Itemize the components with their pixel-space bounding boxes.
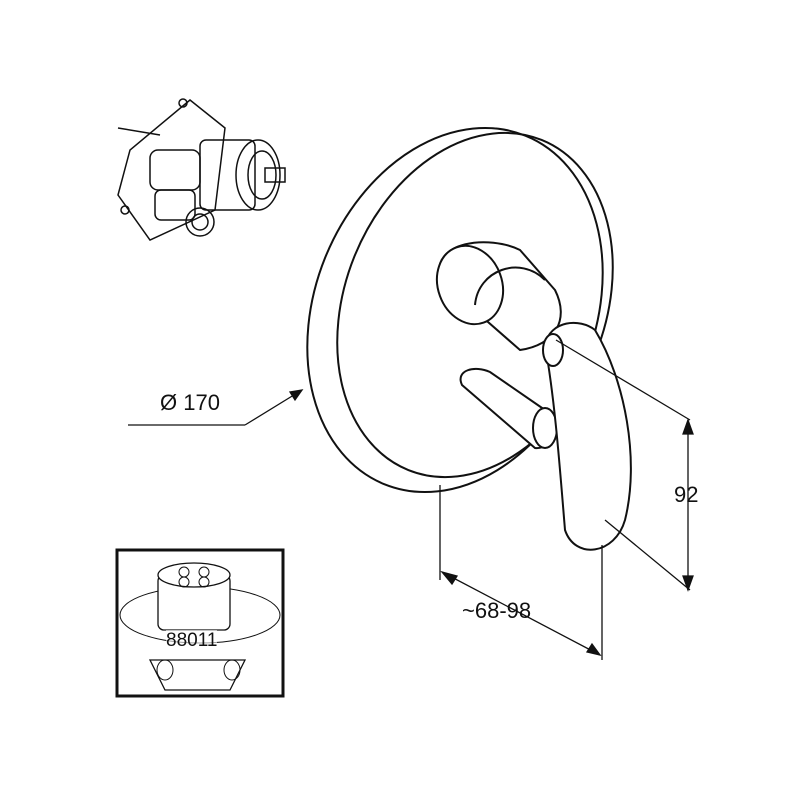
inset-article-number: 88011: [166, 630, 218, 652]
mixer-handle: [542, 322, 632, 551]
height-dimension: 92: [674, 482, 699, 507]
inset-box: [115, 548, 285, 698]
depth-dimension: ~68-98: [462, 598, 532, 623]
diameter-dimension: Ø 170: [160, 390, 220, 416]
diameter-symbol: Ø: [160, 390, 178, 415]
concealed-valve-body-illustration: [117, 98, 286, 241]
diverter-knob: [435, 241, 562, 352]
dimension-lines: [128, 339, 694, 660]
diverter-lever: [459, 367, 558, 450]
diameter-value: 170: [183, 390, 220, 415]
